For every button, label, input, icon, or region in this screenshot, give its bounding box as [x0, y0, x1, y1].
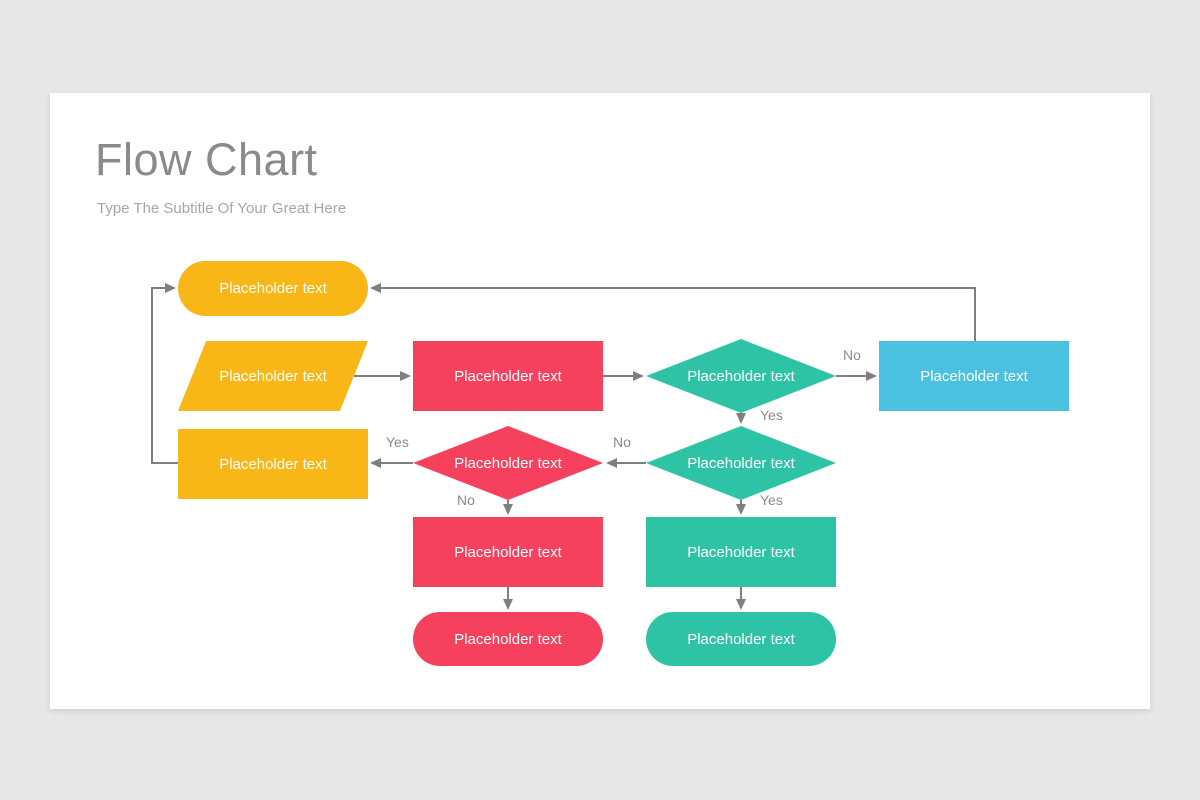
slide-subtitle[interactable]: Type The Subtitle Of Your Great Here	[97, 200, 347, 217]
edge-label-decision2-yes[interactable]: Yes	[386, 434, 409, 450]
node-label: Placeholder text	[219, 280, 327, 297]
node-label: Placeholder text	[687, 543, 795, 561]
node-label: Placeholder text	[219, 455, 327, 473]
node-label: Placeholder text	[454, 454, 562, 472]
edge-label-decision3-no[interactable]: No	[613, 434, 631, 450]
node-process-1[interactable]: Placeholder text	[413, 341, 603, 411]
edge-label-decision3-yes[interactable]: Yes	[760, 492, 783, 508]
node-input-parallelogram[interactable]: Placeholder text	[178, 341, 368, 411]
node-process-3[interactable]: Placeholder text	[646, 517, 836, 587]
node-start-terminator[interactable]: Placeholder text	[178, 261, 368, 316]
node-result-right[interactable]: Placeholder text	[879, 341, 1069, 411]
edge-label-decision1-yes[interactable]: Yes	[760, 407, 783, 423]
node-label: Placeholder text	[687, 630, 795, 648]
node-label: Placeholder text	[687, 454, 795, 472]
edge-label-decision1-no[interactable]: No	[843, 347, 861, 363]
node-label: Placeholder text	[920, 367, 1028, 385]
node-loop-step[interactable]: Placeholder text	[178, 429, 368, 499]
edge-label-decision2-no[interactable]: No	[457, 492, 475, 508]
node-label: Placeholder text	[219, 367, 327, 385]
node-label: Placeholder text	[454, 367, 562, 385]
slide-title[interactable]: Flow Chart	[95, 134, 318, 185]
node-label: Placeholder text	[687, 367, 795, 385]
node-end-terminator-1[interactable]: Placeholder text	[413, 612, 603, 666]
node-process-2[interactable]: Placeholder text	[413, 517, 603, 587]
node-label: Placeholder text	[454, 543, 562, 561]
node-label: Placeholder text	[454, 630, 562, 648]
node-end-terminator-2[interactable]: Placeholder text	[646, 612, 836, 666]
